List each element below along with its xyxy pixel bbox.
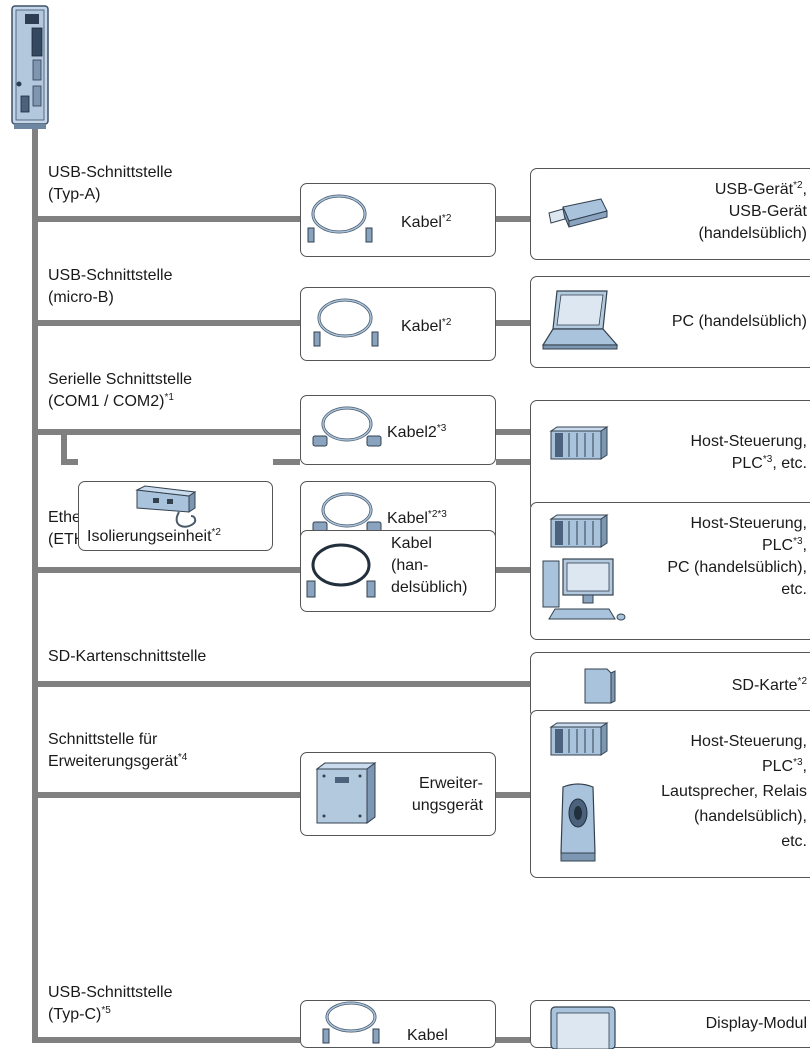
cable-box-ethernet: Kabel (han- delsüblich)	[300, 530, 496, 612]
cable-label-ethernet: Kabel (han- delsüblich)	[391, 535, 468, 596]
serial-cable-icon	[312, 406, 382, 447]
sd-card-icon	[584, 668, 616, 704]
cable-label-serial-1: Kabel2*3	[387, 423, 447, 442]
serial-label: Serielle Schnittstelle (COM1 / COM2)*1	[48, 371, 193, 410]
plc-icon	[549, 722, 609, 756]
usb-cable-icon	[313, 298, 379, 347]
host-exp-label: Host-Steuerung, PLC*3, Lautsprecher, Rel…	[661, 733, 807, 850]
cable-box-usb-c: Kabel	[300, 1000, 496, 1048]
cable-label-usb-a: Kabel*2	[401, 213, 452, 232]
serial-cable-icon	[312, 492, 382, 533]
device-box-host-serial: Host-Steuerung, PLC*3, etc.	[530, 400, 810, 512]
sd-label: SD-Kartenschnittstelle	[48, 648, 207, 665]
controller-icon	[11, 5, 49, 129]
usb-device-label: USB-Gerät*2, USB-Gerät (handelsüblich)	[698, 180, 807, 243]
usb-c-label: USB-Schnittstelle (Typ-C)*5	[48, 984, 173, 1023]
expansion-unit-label: Erweiter- ungsgerät	[411, 775, 483, 814]
device-box-host-eth: Host-Steuerung, PLC*3, PC (handelsüblich…	[530, 502, 810, 640]
device-box-sd: SD-Karte*2	[530, 652, 810, 718]
speaker-icon	[560, 783, 596, 862]
isolation-unit-label: Isolierungseinheit*2	[87, 527, 221, 546]
pc-label: PC (handelsüblich)	[671, 313, 807, 330]
usb-cable-icon	[322, 1001, 380, 1044]
plc-icon	[549, 426, 609, 460]
usb-stick-icon	[548, 198, 608, 228]
device-box-display: Display-Modul	[530, 1000, 810, 1049]
display-module-icon	[550, 1006, 616, 1049]
desktop-pc-icon	[542, 558, 626, 621]
host-serial-label: Host-Steuerung, PLC*3, etc.	[690, 433, 807, 472]
device-box-pc: PC (handelsüblich)	[530, 276, 810, 368]
usb-cable-icon	[307, 194, 373, 243]
cable-box-serial-1: Kabel2*3	[300, 395, 496, 465]
usb-a-label: USB-Schnittstelle(Typ-A)	[48, 164, 173, 203]
device-box-usb: USB-Gerät*2, USB-Gerät (handelsüblich)	[530, 168, 810, 260]
device-box-host-exp: Host-Steuerung, PLC*3, Lautsprecher, Rel…	[530, 710, 810, 878]
laptop-icon	[541, 290, 619, 350]
plc-icon	[549, 514, 609, 548]
host-eth-label: Host-Steuerung, PLC*3, PC (handelsüblich…	[667, 515, 807, 598]
isolation-unit-box: Isolierungseinheit*2	[78, 481, 273, 551]
usb-micro-label: USB-Schnittstelle(micro-B)	[48, 267, 173, 306]
cable-label-usb-micro: Kabel*2	[401, 317, 452, 336]
expansion-unit-box: Erweiter- ungsgerät	[300, 752, 496, 836]
cable-label-serial-2: Kabel*2*3	[387, 509, 447, 528]
isolation-unit-icon	[135, 485, 197, 528]
cable-box-usb-a: Kabel*2	[300, 183, 496, 257]
cable-box-usb-micro: Kabel*2	[300, 287, 496, 361]
ethernet-cable-icon	[306, 543, 376, 598]
sd-card-label: SD-Karte*2	[731, 676, 807, 695]
display-module-label: Display-Modul	[705, 1015, 807, 1032]
expansion-label: Schnittstelle für Erweiterungsgerät*4	[48, 731, 188, 770]
cable-label-usb-c: Kabel	[407, 1027, 448, 1044]
expansion-unit-icon	[315, 762, 377, 824]
